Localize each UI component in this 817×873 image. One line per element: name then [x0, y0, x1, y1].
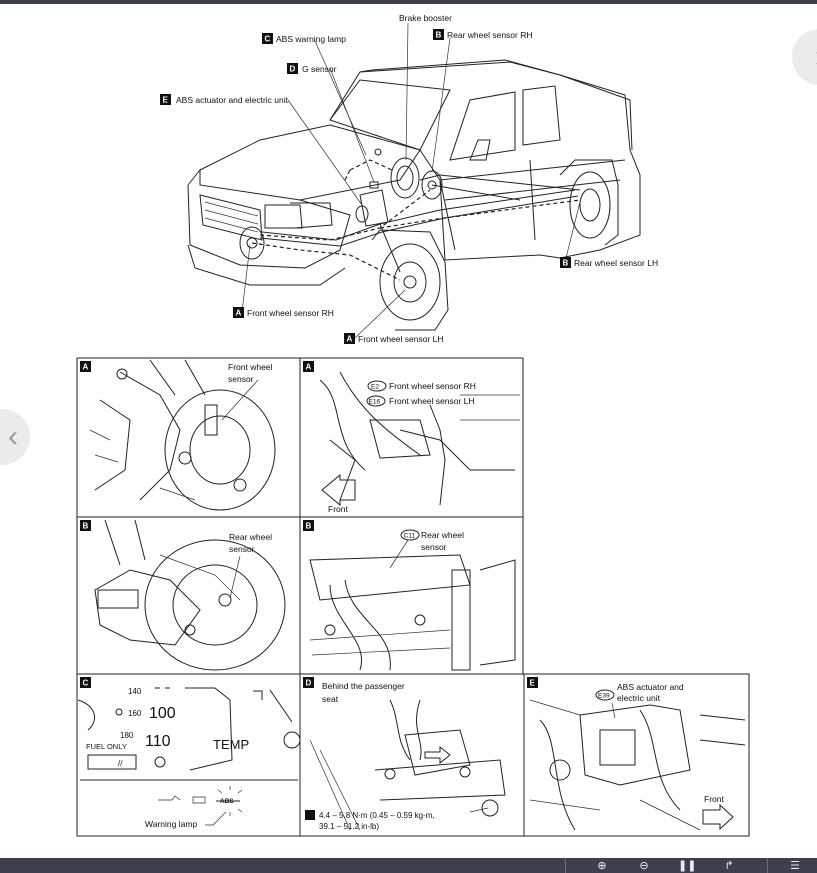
front-wheel-sensor-rh-connector-label: Front wheel sensor RH	[389, 381, 476, 391]
connector-c11-badge	[400, 529, 420, 541]
panel-tag-letter: B	[306, 522, 312, 531]
front-wheel-sensor-lh-callout: A Front wheel sensor LH	[344, 333, 444, 344]
temp-gauge-label: TEMP	[213, 737, 249, 752]
menu-icon[interactable]: ☰	[790, 860, 800, 872]
callout-tag-d-letter: D	[290, 65, 296, 74]
rear-wheel-sensor-rh-callout: B Rear wheel sensor RH	[433, 29, 533, 40]
panel-c-content: C 140 160 100 180 110 FUEL ONLY // TEMP …	[77, 677, 301, 829]
connector-e39-code: E39	[598, 693, 610, 700]
panel-tag-letter: D	[306, 679, 312, 688]
behind-passenger-seat-label-line1: Behind the passenger	[322, 681, 405, 691]
front-arrow-icon	[702, 803, 734, 831]
panel-tag-letter: A	[83, 363, 89, 372]
callout-tag-e-letter: E	[163, 96, 169, 105]
panel-a2-content: A E2 Front wheel sensor RH E16 Front whe…	[303, 361, 520, 514]
front-direction-label-e: Front	[704, 794, 724, 804]
connector-c11-code: C11	[404, 533, 416, 540]
share-icon[interactable]: ↱	[724, 860, 734, 872]
panel-a-front-wheel-sensor	[76, 357, 301, 518]
toolbar-divider	[767, 858, 768, 873]
warning-lamp-label: Warning lamp	[145, 819, 197, 829]
torque-icon	[305, 810, 315, 820]
panel-b1-content: B Rear wheel sensor	[80, 519, 286, 671]
callout-tag-b-letter: B	[436, 31, 442, 40]
torque-spec-line1: 4.4 – 5.8 N·m (0.45 – 0.59 kg-m,	[319, 811, 435, 820]
connector-e39-badge	[595, 689, 615, 701]
panel-tag-letter: C	[83, 679, 89, 688]
connector-e2-code: E2	[371, 384, 379, 391]
panel-tag-letter: E	[530, 679, 536, 688]
torque-spec-line2: 39.1 – 51.2 in-lb)	[319, 822, 379, 831]
bottom-toolbar: ⊕ ⊖ ❚❚ ↱ ☰	[0, 858, 817, 873]
overview-leader-lines	[241, 22, 581, 339]
front-wheel-sensor-label-line1: Front wheel	[228, 362, 273, 372]
panel-a-connectors	[299, 357, 524, 518]
rear-wheel-sensor-lh-label: Rear wheel sensor LH	[574, 258, 658, 268]
front-wheel-sensor-rh-callout: A Front wheel sensor RH	[233, 307, 334, 318]
toolbar-divider	[565, 858, 566, 873]
callout-tag-c	[262, 33, 273, 44]
chevron-right-icon: ›	[815, 42, 817, 72]
pause-icon[interactable]: ❚❚	[678, 860, 697, 872]
panel-b-rear-wheel-sensor	[76, 516, 301, 675]
speedo-180: 180	[120, 731, 134, 740]
callout-tag-a-letter: A	[236, 309, 242, 318]
rear-wheel-sensor-connector-label-line1: Rear wheel	[421, 530, 464, 540]
abs-actuator-label: ABS actuator and electric unit	[176, 95, 289, 105]
zoom-in-icon[interactable]: ⊕	[597, 860, 607, 872]
rear-wheel-sensor-connector-label-line2: sensor	[421, 542, 447, 552]
abs-warning-lamp-callout: C ABS warning lamp	[262, 33, 346, 44]
truck-illustration	[187, 59, 641, 331]
detail-panels	[76, 357, 750, 837]
panel-e-content: E ABS actuator and E39 electric unit Fro…	[527, 677, 746, 831]
rear-wheel-sensor-label-line1: Rear wheel	[229, 532, 272, 542]
panel-tag-letter: B	[83, 522, 89, 531]
front-wheel-sensor-lh-label: Front wheel sensor LH	[358, 334, 444, 344]
connector-e16-code: E16	[369, 399, 381, 406]
rear-wheel-sensor-label-line2: sensor	[229, 544, 255, 554]
speedo-160: 160	[128, 709, 142, 718]
connector-e2-badge	[367, 380, 387, 392]
abs-actuator-callout: E ABS actuator and electric unit	[160, 94, 289, 105]
g-sensor-callout: D G sensor	[287, 63, 337, 74]
callout-tag-c-letter: C	[265, 35, 271, 44]
front-arrow-icon	[321, 473, 356, 507]
speedo-140: 140	[128, 687, 142, 696]
panel-e-abs-actuator	[523, 673, 750, 837]
rear-wheel-sensor-rh-label: Rear wheel sensor RH	[447, 30, 533, 40]
panel-tag-letter: A	[306, 363, 312, 372]
fuel-only-label: FUEL ONLY	[86, 742, 127, 751]
abs-actuator-label-line1: ABS actuator and	[617, 682, 684, 692]
panel-d-g-sensor	[299, 673, 525, 837]
panel-a1-content: A Front wheel sensor	[80, 359, 276, 511]
odometer-display: //	[118, 759, 123, 768]
zoom-out-icon[interactable]: ⊖	[639, 860, 649, 872]
panel-b2-content: B C11 Rear wheel sensor	[303, 520, 516, 671]
abs-warning-lamp-indicator: ABS	[220, 798, 234, 805]
panel-d-content: D Behind the passenger seat 4.4 – 5.8 N·…	[303, 677, 506, 831]
speedo-110: 110	[145, 733, 171, 750]
panel-b-connector	[299, 516, 524, 675]
callout-tag-a-letter: A	[347, 335, 353, 344]
abs-warning-lamp-label: ABS warning lamp	[276, 34, 346, 44]
rear-wheel-sensor-lh-callout: B Rear wheel sensor LH	[560, 257, 658, 268]
top-window-bar	[0, 0, 817, 4]
front-wheel-sensor-lh-connector-label: Front wheel sensor LH	[389, 396, 475, 406]
callout-tag-b-letter: B	[563, 259, 569, 268]
g-sensor-label: G sensor	[302, 64, 337, 74]
behind-passenger-seat-label-line2: seat	[322, 694, 339, 704]
speedo-100: 100	[149, 705, 176, 722]
front-wheel-sensor-rh-label: Front wheel sensor RH	[247, 308, 334, 318]
chevron-left-icon: ‹	[8, 420, 18, 453]
brake-booster-label: Brake booster	[399, 13, 452, 23]
abs-actuator-label-line2: electric unit	[617, 693, 661, 703]
front-direction-label: Front	[328, 504, 348, 514]
front-wheel-sensor-label-line2: sensor	[228, 374, 254, 384]
connector-e16-badge	[366, 395, 386, 407]
